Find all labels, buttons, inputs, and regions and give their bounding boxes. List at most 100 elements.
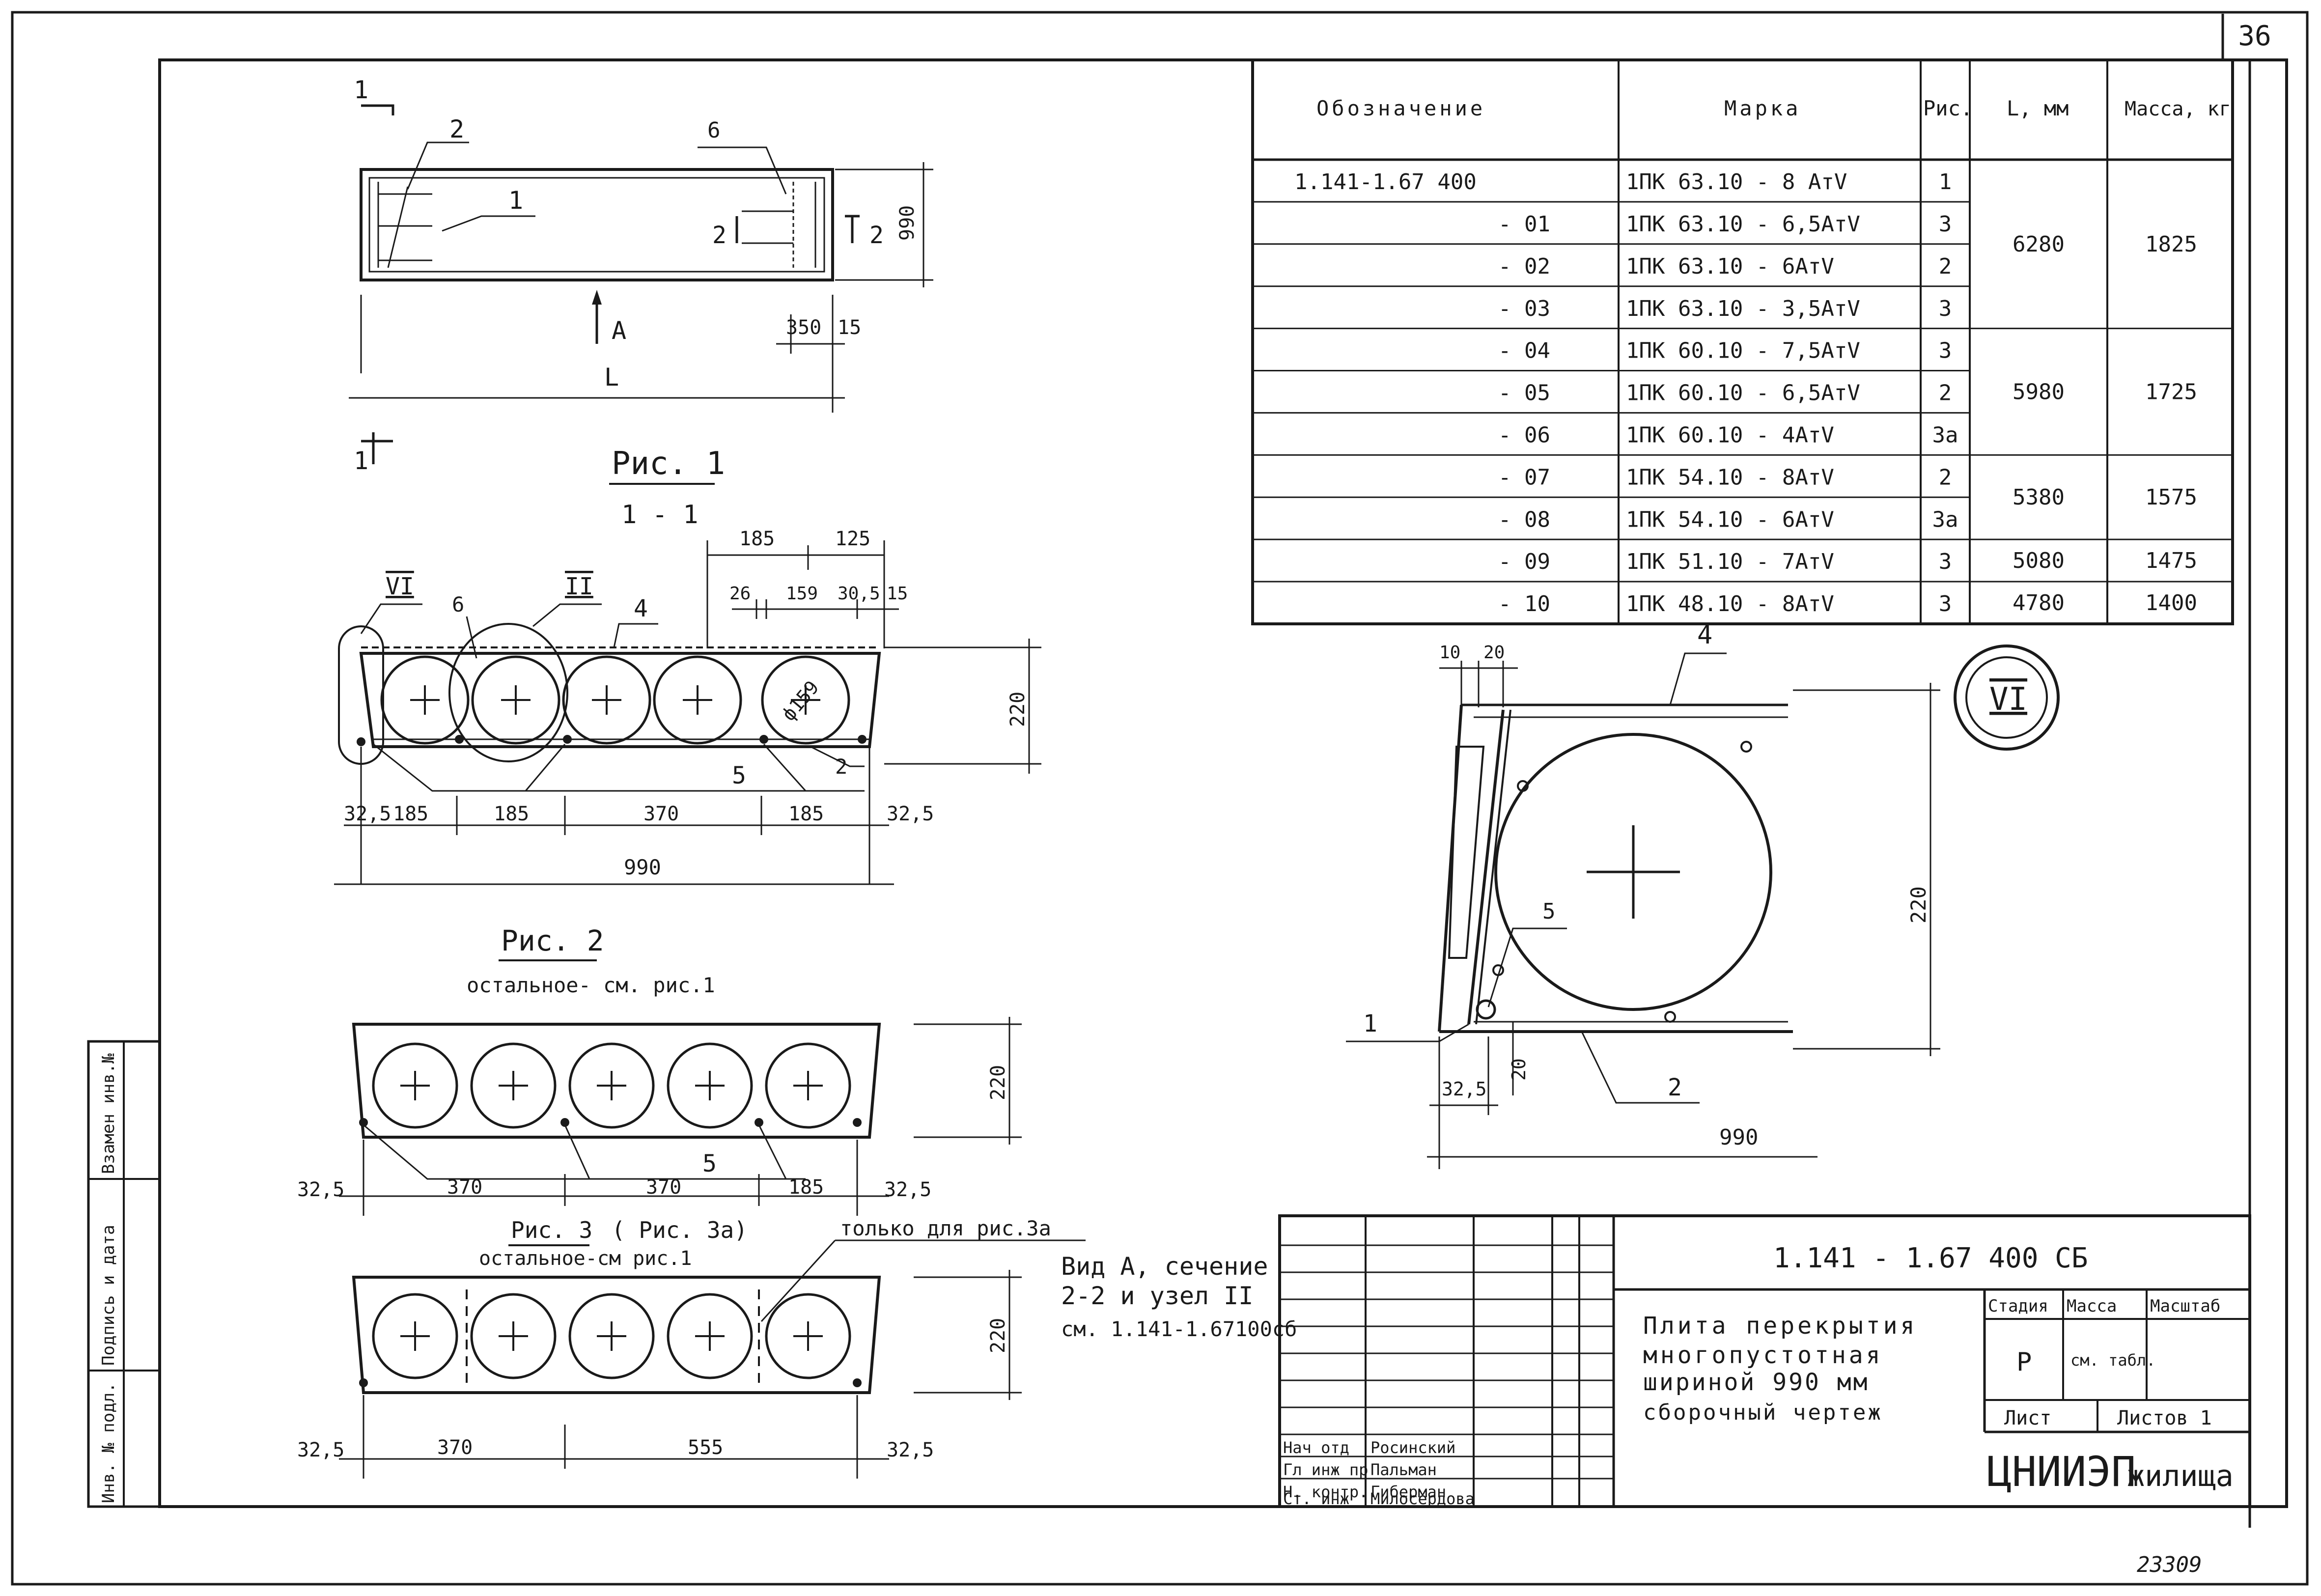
section11-height: 220 bbox=[1007, 692, 1029, 727]
role-title: Гл инж пр bbox=[1283, 1460, 1368, 1479]
archive-number: 23309 bbox=[2137, 1552, 2202, 1577]
role-name: Росинский bbox=[1370, 1438, 1455, 1457]
node-vi-pos1: 1 bbox=[1363, 1010, 1377, 1037]
spec-cell-oboz: - 08 bbox=[1498, 507, 1550, 532]
spec-cell-massa: 1475 bbox=[2145, 548, 2197, 573]
title-mass-value: см. табл. bbox=[2070, 1351, 2155, 1370]
node-vi-dim-32-5: 32,5 bbox=[1442, 1078, 1487, 1100]
section11-pos5: 5 bbox=[732, 762, 746, 789]
fig2-dim-185: 185 bbox=[788, 1176, 824, 1199]
page-number: 36 bbox=[2238, 20, 2271, 52]
title-doc-code: 1.141 - 1.67 400 СБ bbox=[1773, 1242, 2088, 1274]
section11-dim-32-5-right: 32,5 bbox=[887, 803, 934, 825]
fig2-title: Рис. 2 bbox=[501, 924, 604, 957]
stamp-replace-label: Взамен инв.№ bbox=[99, 1053, 118, 1174]
section11-dim-185-a: 185 bbox=[393, 803, 428, 825]
fig2-dim-370-b: 370 bbox=[646, 1176, 681, 1199]
fig3-dim-32-5-left: 32,5 bbox=[297, 1439, 344, 1461]
spec-cell-marka: 1ПК 48.10 - 8АтV bbox=[1626, 591, 1834, 616]
fig1-cut-bottom: 1 bbox=[354, 447, 368, 475]
view-note: Вид А, сечение 2-2 и узел II см. 1.141-1… bbox=[1061, 1252, 1297, 1341]
spec-cell-ris: 3а bbox=[1932, 423, 1958, 448]
spec-cell-ris: 3 bbox=[1939, 549, 1952, 574]
spec-cell-oboz: - 02 bbox=[1498, 254, 1550, 279]
role-name: Милосердова bbox=[1370, 1489, 1475, 1508]
fig1-cut-top: 1 bbox=[354, 76, 368, 104]
spec-header-L: L, мм bbox=[2007, 96, 2069, 120]
node-vi-label: VI bbox=[1989, 681, 2027, 718]
section11-drawing: VI II 6 4 5 2 ф159 185 125 26 159 30,5 1… bbox=[334, 528, 1041, 885]
fig3-title-alt: ( Рис. 3а) bbox=[612, 1217, 748, 1243]
fig3-subtitle: остальное-см рис.1 bbox=[479, 1247, 692, 1270]
spec-cell-ris: 2 bbox=[1939, 254, 1952, 279]
spec-cell-massa: 1825 bbox=[2145, 232, 2197, 257]
section11-dim-990: 990 bbox=[624, 855, 661, 879]
spec-cell-marka: 1ПК 63.10 - 8 АтV bbox=[1626, 169, 1847, 195]
node-vi-pos5: 5 bbox=[1542, 899, 1556, 924]
stamp-inv-label: Инв. № подл. bbox=[99, 1382, 118, 1503]
role-name: Пальман bbox=[1370, 1460, 1437, 1479]
section11-node-vi: VI bbox=[386, 573, 414, 600]
spec-cell-marka: 1ПК 60.10 - 6,5АтV bbox=[1626, 381, 1860, 406]
fig2-dim-32-5-left: 32,5 bbox=[297, 1178, 344, 1201]
spec-cell-oboz: 1.141-1.67 400 bbox=[1294, 169, 1477, 195]
section11-top-15: 15 bbox=[887, 584, 908, 604]
spec-cell-L: 4780 bbox=[2013, 590, 2065, 616]
fig1-dim-15: 15 bbox=[838, 316, 861, 339]
section11-pos2: 2 bbox=[835, 755, 847, 779]
fig3-only-note: только для рис.3а bbox=[840, 1216, 1051, 1240]
fig2-drawing: 5 220 32,5 370 370 185 32,5 bbox=[297, 1017, 1022, 1216]
spec-cell-ris: 3а bbox=[1932, 507, 1958, 532]
spec-cell-L: 5380 bbox=[2013, 485, 2065, 510]
spec-cell-L: 6280 bbox=[2013, 232, 2065, 257]
fig3-drawing: 220 32,5 370 555 32,5 bbox=[297, 1270, 1022, 1479]
title-name-1: Плита перекрытия bbox=[1643, 1312, 1917, 1340]
spec-cell-marka: 1ПК 54.10 - 8АтV bbox=[1626, 465, 1834, 490]
title-name-4: сборочный чертеж bbox=[1643, 1400, 1883, 1425]
title-name-2: многопустотная bbox=[1643, 1342, 1883, 1369]
fig1-pos2-label: 2 bbox=[449, 115, 464, 143]
fig3-dim-555: 555 bbox=[688, 1436, 723, 1459]
spec-cell-marka: 1ПК 63.10 - 6АтV bbox=[1626, 254, 1834, 279]
spec-cell-marka: 1ПК 51.10 - 7АтV bbox=[1626, 549, 1834, 574]
title-org: ЦНИИЭП bbox=[1987, 1448, 2136, 1496]
spec-cell-ris: 3 bbox=[1939, 338, 1952, 364]
role-title: Ст. инж bbox=[1283, 1489, 1349, 1508]
stamp-sign-label: Подпись и дата bbox=[99, 1225, 118, 1366]
spec-cell-ris: 3 bbox=[1939, 212, 1952, 237]
fig1-section2-left: 2 bbox=[712, 222, 727, 249]
fig1-dim-990: 990 bbox=[896, 205, 919, 241]
spec-cell-oboz: - 01 bbox=[1498, 212, 1550, 237]
section11-dim-185-c: 185 bbox=[788, 803, 824, 825]
section11-top-159: 159 bbox=[786, 584, 818, 604]
spec-header-marka: Марка bbox=[1724, 96, 1801, 120]
section11-pos4: 4 bbox=[634, 595, 648, 622]
title-org-suffix: жилища bbox=[2127, 1459, 2234, 1493]
spec-header-ris: Рис. bbox=[1923, 96, 1973, 120]
section11-label: 1 - 1 bbox=[621, 500, 699, 530]
section11-top-26: 26 bbox=[729, 584, 751, 604]
spec-cell-marka: 1ПК 54.10 - 6АтV bbox=[1626, 507, 1834, 532]
view-note-line3: см. 1.141-1.67100сб bbox=[1061, 1317, 1297, 1341]
node-vi-dim-220: 220 bbox=[1906, 886, 1930, 924]
view-note-line1: Вид А, сечение bbox=[1061, 1252, 1268, 1281]
view-note-line2: 2-2 и узел II bbox=[1061, 1282, 1253, 1310]
node-vi-pos2: 2 bbox=[1668, 1074, 1682, 1101]
role-title: Нач отд bbox=[1283, 1438, 1349, 1457]
title-sheets-label: Листов 1 bbox=[2117, 1407, 2212, 1429]
section11-top-185: 185 bbox=[739, 528, 775, 550]
fig1-dim-350: 350 bbox=[786, 316, 821, 339]
spec-cell-oboz: - 04 bbox=[1498, 338, 1550, 364]
role-title: Н. контр. bbox=[1283, 1483, 1368, 1501]
section11-dim-185-b: 185 bbox=[494, 803, 529, 825]
node-vi-dim-20-bottom: 20 bbox=[1508, 1058, 1530, 1081]
section11-node-ii: II bbox=[565, 573, 593, 600]
section11-dim-32-5-left: 32,5 bbox=[344, 803, 391, 825]
fig2-dim-370-a: 370 bbox=[447, 1176, 482, 1199]
role-name: Гиберман bbox=[1370, 1483, 1446, 1501]
fig1-pos1-label: 1 bbox=[508, 186, 523, 215]
spec-cell-ris: 2 bbox=[1939, 381, 1952, 406]
fig1-dim-L: L bbox=[604, 363, 619, 392]
spec-cell-massa: 1725 bbox=[2145, 379, 2197, 404]
spec-table: Обозначение Марка Рис. L, мм Масса, кг 1… bbox=[1251, 58, 2234, 625]
